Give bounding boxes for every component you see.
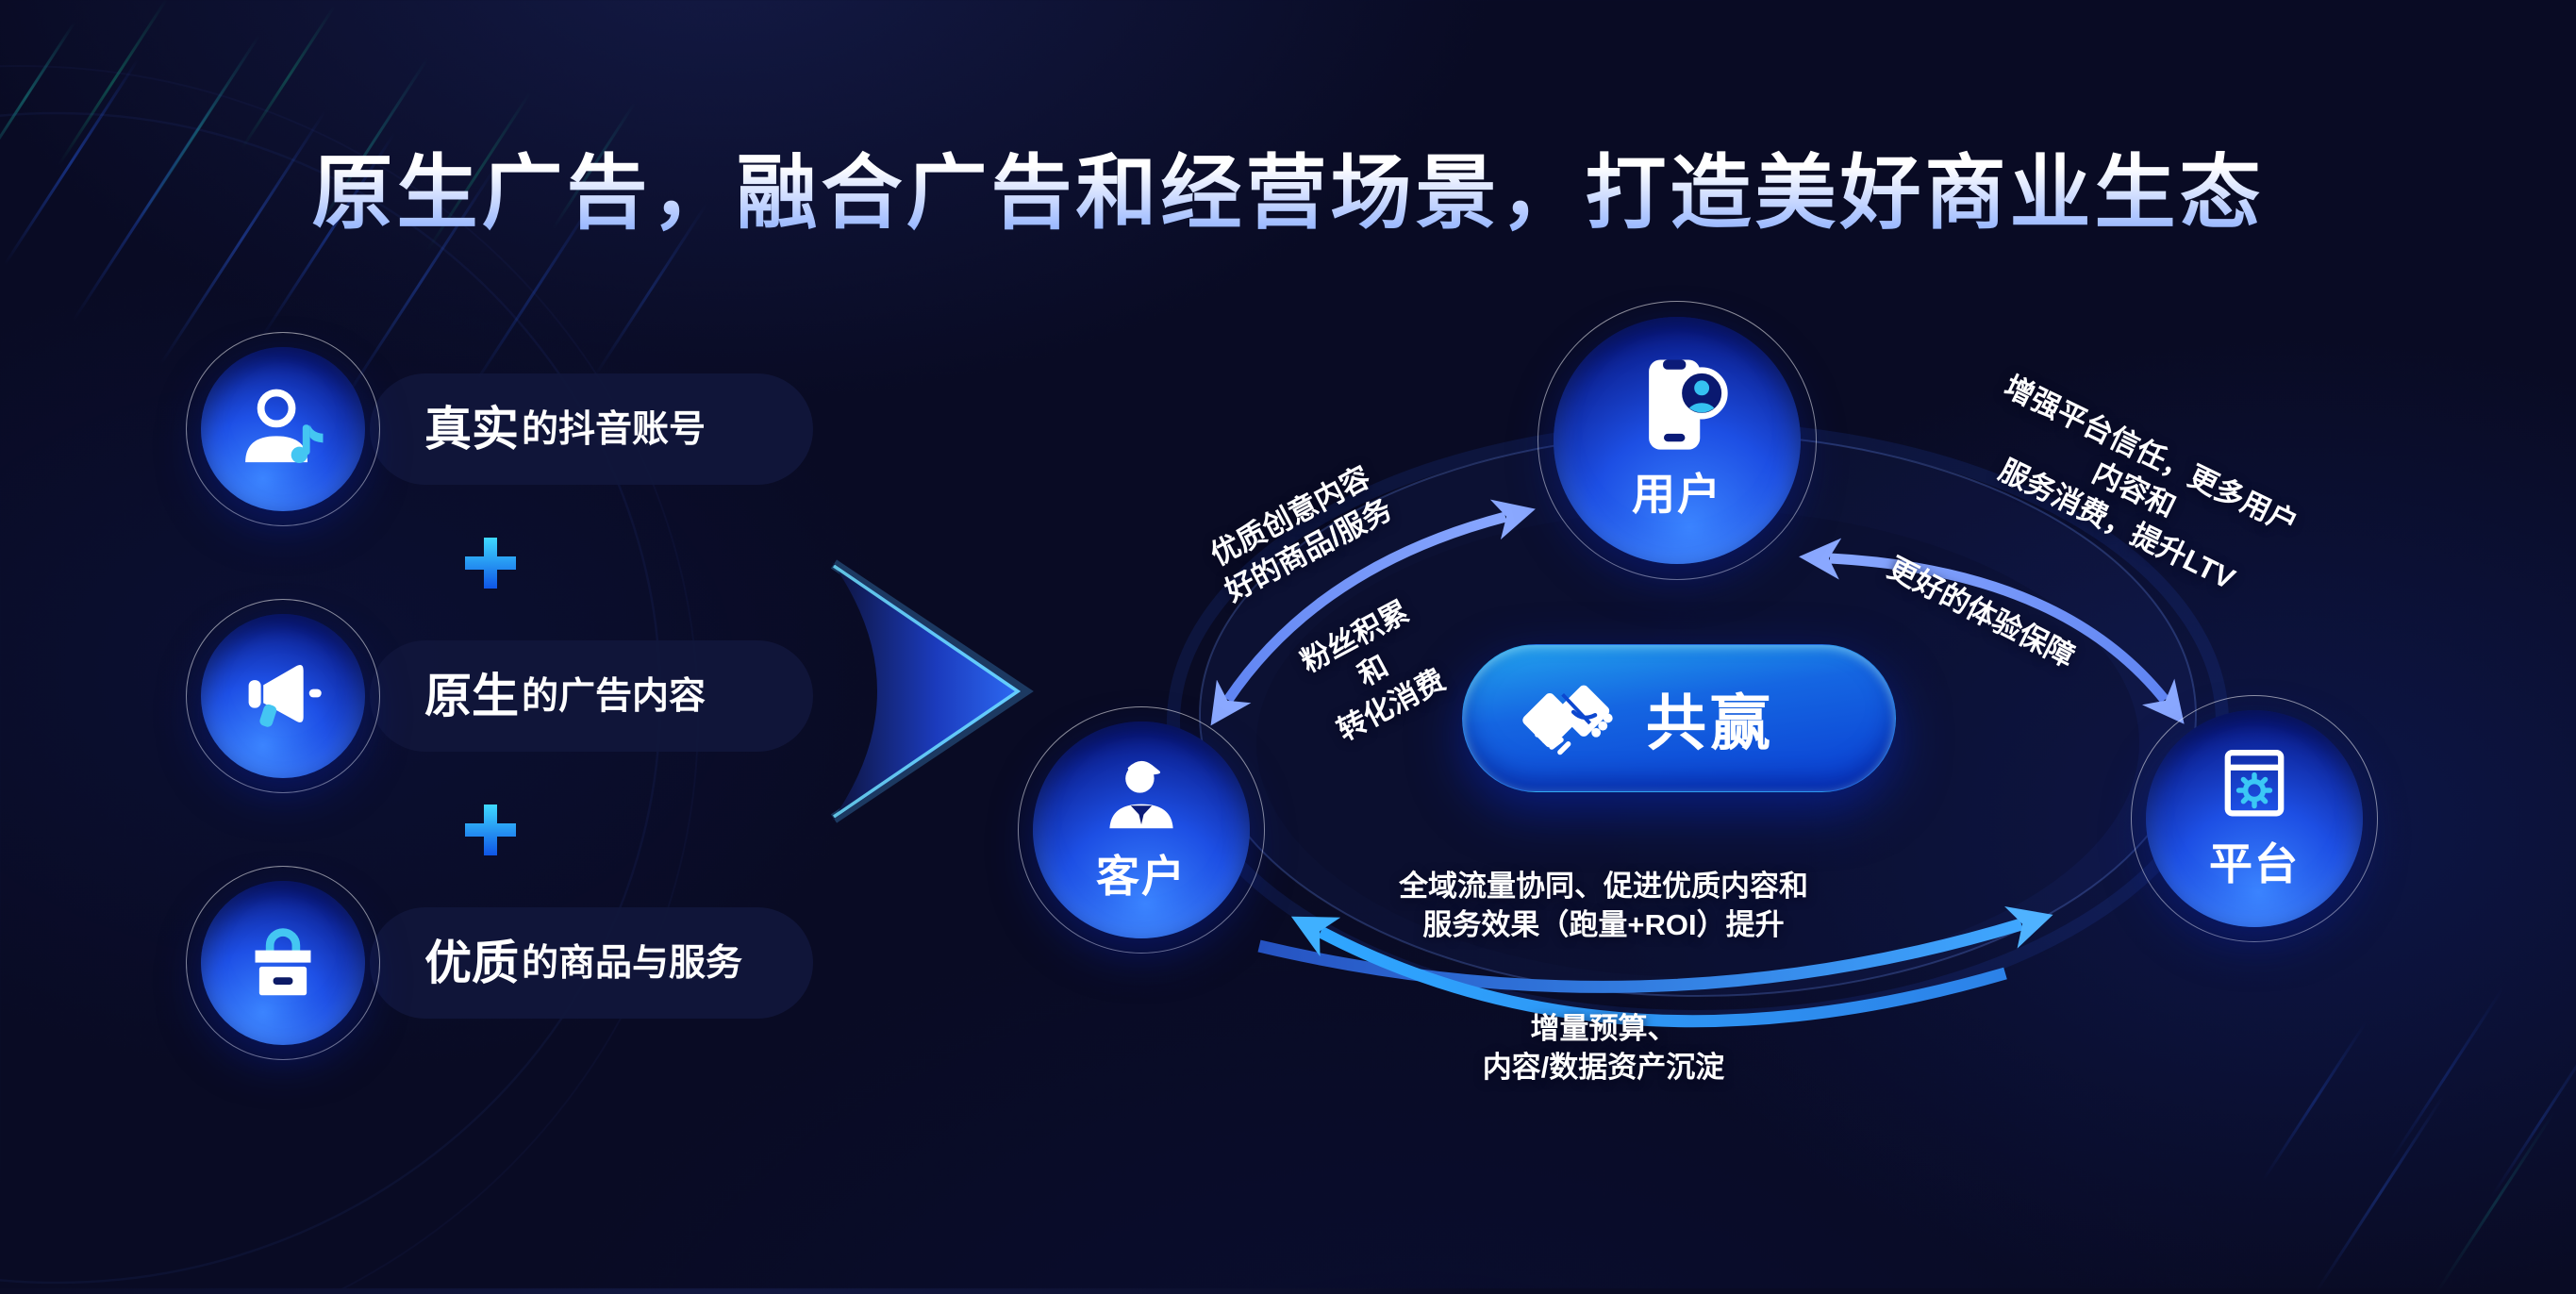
ingredient-emphasis: 原生 [424,670,519,722]
node-customer-label: 客户 [1096,852,1187,901]
node-user: 用户 [1537,301,1817,580]
ingredient-rest: 的商品与服务 [522,942,743,984]
douyin-account-icon [245,389,324,463]
ingredient-badge-ad-content [186,599,380,793]
ingredient-pill-ad-content: 原生 的广告内容 [370,640,813,752]
ingredient-badge-douyin-account [186,332,380,526]
megaphone-icon [248,664,322,727]
ingredient-badge-goods-services [186,866,380,1060]
win-win-label: 共赢 [1646,688,1774,757]
phone-user-icon [1649,359,1728,450]
node-platform: 平台 [2131,695,2378,942]
edge-platform-customer-arrow [1290,916,2007,1028]
ingredient-rest: 的广告内容 [522,675,706,717]
ingredient-emphasis: 真实 [424,403,519,456]
edge-customer-user-arrow [1210,499,1536,726]
shopping-bag-icon [255,928,311,996]
ingredient-rest: 的抖音账号 [522,408,706,450]
node-user-label: 用户 [1632,470,1722,519]
node-platform-label: 平台 [2209,839,2300,888]
ingredient-emphasis: 优质 [424,937,519,989]
ingredient-pill-douyin-account: 真实 的抖音账号 [370,373,813,485]
plus-icon [461,534,520,592]
plus-icon [461,801,520,859]
edge-user-platform-arrow [1799,538,2185,724]
edge-customer-platform-arrow [1257,905,2053,993]
win-win-pill: 共赢 [1462,644,1896,792]
businessman-icon [1109,760,1173,829]
merge-arrow [830,559,1034,823]
window-gear-icon [2224,749,2285,817]
page-title: 原生广告，融合广告和经营场景，打造美好商业生态 [0,126,2576,244]
handshake-icon [1522,685,1613,755]
ingredient-pill-goods-services: 优质 的商品与服务 [370,907,813,1019]
node-customer: 客户 [1018,706,1265,954]
edge-label-platform-to-customer: 增量预算、 内容/数据资产沉淀 [1482,1012,1725,1084]
edge-label-customer-to-platform: 全域流量协同、促进优质内容和 服务效果（跑量+ROI）提升 [1399,870,1808,941]
